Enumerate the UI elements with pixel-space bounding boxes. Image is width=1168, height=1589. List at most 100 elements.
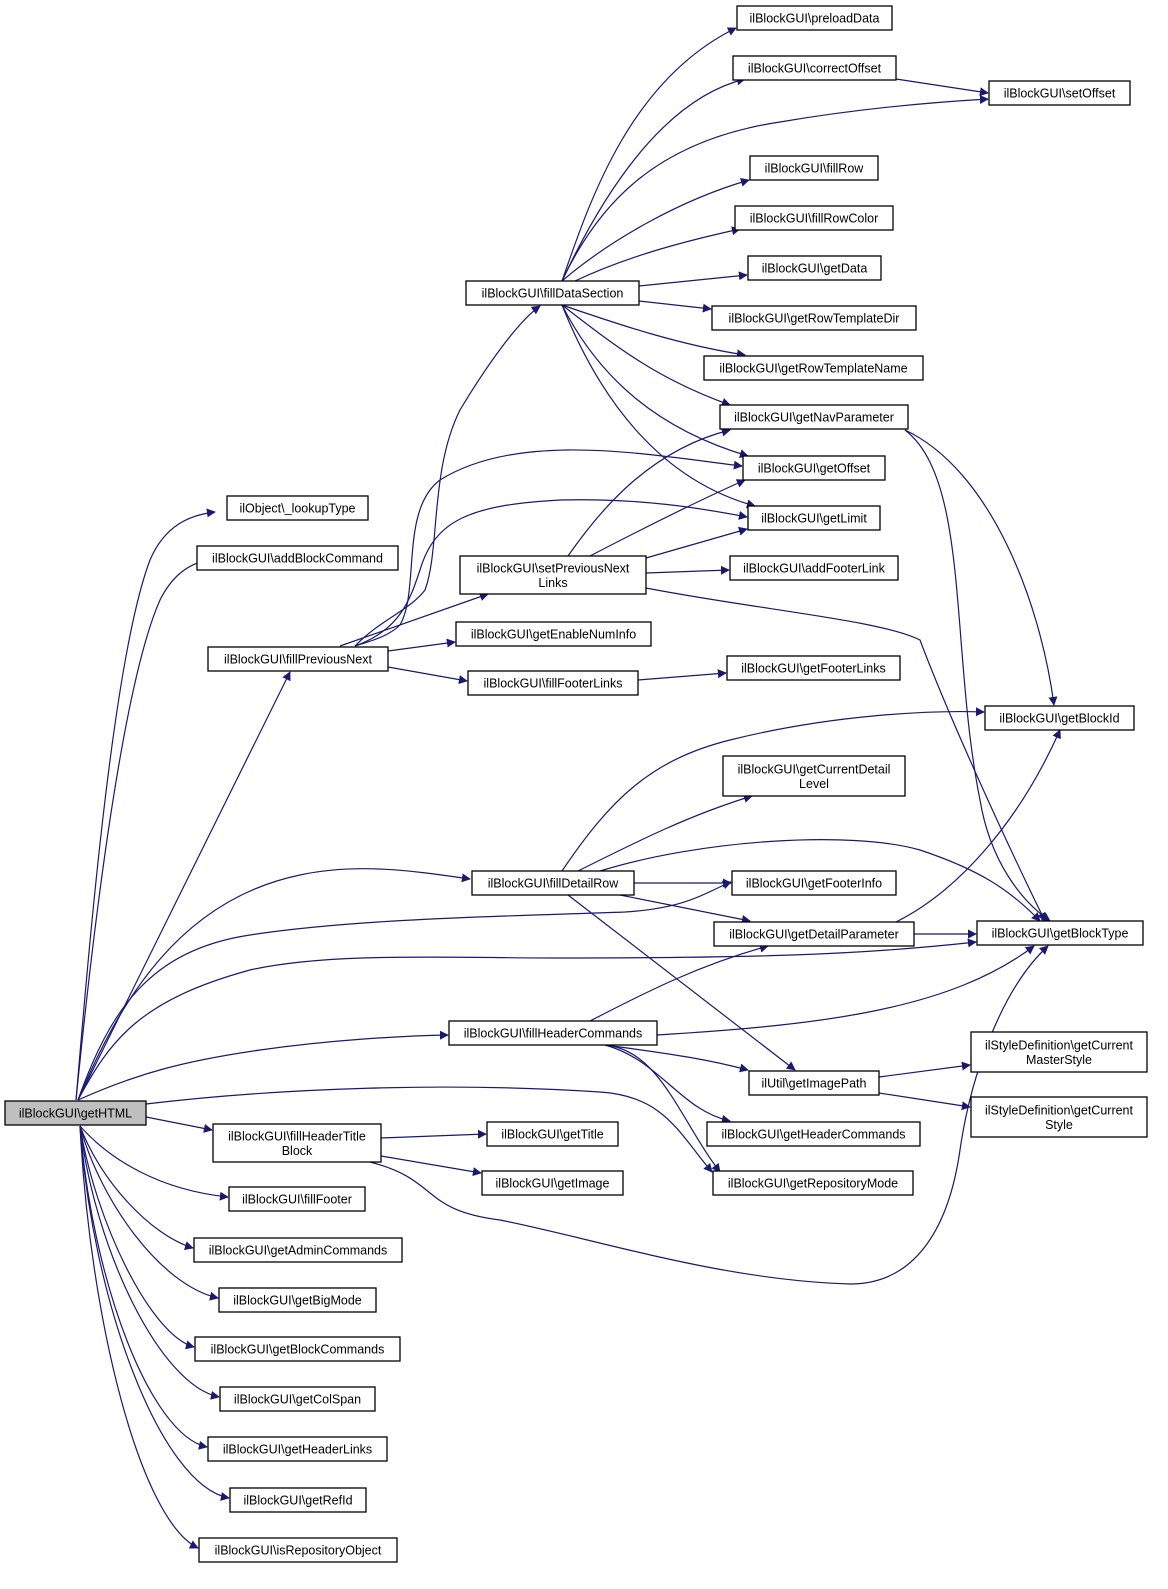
node-lookupType[interactable]: ilObject\_lookupType	[226, 495, 369, 521]
node-label: ilBlockGUI\fillFooterLinks	[484, 677, 623, 691]
node-label: ilBlockGUI\correctOffset	[748, 62, 882, 76]
edge-fillPreviousNext-to-getOffset	[354, 449, 743, 647]
edge-getHTML-to-getAdminCommands	[79, 1125, 194, 1250]
node-label: ilBlockGUI\getData	[762, 262, 868, 276]
edge-getNavParameter-to-getBlockId	[904, 429, 1058, 706]
node-label: ilBlockGUI\getHeaderLinks	[223, 1443, 372, 1457]
node-getColSpan[interactable]: ilBlockGUI\getColSpan	[219, 1386, 376, 1412]
node-fillDetailRow[interactable]: ilBlockGUI\fillDetailRow	[471, 870, 635, 896]
node-label: ilObject\_lookupType	[239, 502, 355, 516]
node-label: ilBlockGUI\setOffset	[1004, 87, 1116, 101]
node-getRefId[interactable]: ilBlockGUI\getRefId	[229, 1487, 367, 1513]
edge-getHTML-to-getHeaderLinks	[79, 1125, 208, 1450]
node-getAdminCommands[interactable]: ilBlockGUI\getAdminCommands	[193, 1237, 403, 1263]
edge-setPreviousNextLinks-to-getOffset	[589, 479, 746, 557]
node-getOffset[interactable]: ilBlockGUI\getOffset	[742, 455, 886, 481]
node-correctOffset[interactable]: ilBlockGUI\correctOffset	[732, 55, 897, 81]
node-fillFooter[interactable]: ilBlockGUI\fillFooter	[228, 1186, 366, 1212]
edge-setPreviousNextLinks-to-getBlockType	[645, 587, 1046, 922]
node-addFooterLink[interactable]: ilBlockGUI\addFooterLink	[729, 555, 899, 581]
node-getImagePath[interactable]: ilUtil\getImagePath	[748, 1070, 880, 1096]
node-label: ilBlockGUI\preloadData	[750, 12, 880, 26]
node-getRowTemplateDir[interactable]: ilBlockGUI\getRowTemplateDir	[711, 305, 917, 331]
edge-fillDetailRow-to-getBlockType	[599, 839, 1041, 922]
node-preloadData[interactable]: ilBlockGUI\preloadData	[736, 5, 893, 31]
edge-correctOffset-to-setOffset	[895, 78, 989, 97]
edge-getHTML-to-fillHeaderCommands	[77, 1030, 449, 1101]
node-getBlockType[interactable]: ilBlockGUI\getBlockType	[976, 920, 1144, 946]
node-label: ilBlockGUI\getBlockType	[992, 927, 1129, 941]
node-label: Level	[799, 777, 829, 791]
node-getBlockId[interactable]: ilBlockGUI\getBlockId	[984, 705, 1135, 731]
edge-fillDataSection-to-fillRow	[561, 177, 750, 282]
edge-fillDetailRow-to-getDetailParameter	[619, 894, 751, 924]
node-getDetailParameter[interactable]: ilBlockGUI\getDetailParameter	[713, 921, 915, 947]
node-label: MasterStyle	[1026, 1053, 1092, 1067]
node-label: ilBlockGUI\getFooterInfo	[746, 877, 882, 891]
node-getHTML[interactable]: ilBlockGUI\getHTML	[4, 1100, 147, 1126]
node-label: ilStyleDefinition\getCurrent	[985, 1103, 1134, 1117]
node-getRepositoryMode[interactable]: ilBlockGUI\getRepositoryMode	[712, 1170, 914, 1196]
node-setOffset[interactable]: ilBlockGUI\setOffset	[988, 80, 1131, 106]
node-label: ilBlockGUI\addBlockCommand	[212, 552, 383, 566]
edge-getHTML-to-getBlockCommands	[79, 1125, 195, 1350]
node-fillFooterLinks[interactable]: ilBlockGUI\fillFooterLinks	[467, 670, 639, 696]
edge-getHTML-to-lookupType	[75, 508, 216, 1101]
edge-getHTML-to-getBlockType	[77, 938, 977, 1101]
edge-getHTML-to-fillFooter	[79, 1125, 229, 1201]
node-getLimit[interactable]: ilBlockGUI\getLimit	[747, 505, 881, 531]
node-getBigMode[interactable]: ilBlockGUI\getBigMode	[218, 1287, 377, 1313]
node-getNavParameter[interactable]: ilBlockGUI\getNavParameter	[719, 404, 909, 430]
node-fillPreviousNext[interactable]: ilBlockGUI\fillPreviousNext	[207, 646, 389, 672]
edge-fillDataSection-to-setOffset	[561, 94, 989, 282]
node-fillDataSection[interactable]: ilBlockGUI\fillDataSection	[465, 280, 640, 306]
node-label: ilBlockGUI\getLimit	[761, 512, 867, 526]
node-getRowTemplateName[interactable]: ilBlockGUI\getRowTemplateName	[703, 355, 924, 381]
node-label: ilBlockGUI\fillHeaderCommands	[464, 1027, 643, 1041]
node-getHeaderLinks[interactable]: ilBlockGUI\getHeaderLinks	[207, 1436, 388, 1462]
node-label: ilBlockGUI\getNavParameter	[734, 411, 894, 425]
node-addBlockCommand[interactable]: ilBlockGUI\addBlockCommand	[196, 545, 399, 571]
node-label: ilBlockGUI\getHTML	[19, 1107, 132, 1121]
node-getImage[interactable]: ilBlockGUI\getImage	[481, 1170, 624, 1196]
node-isRepositoryObject[interactable]: ilBlockGUI\isRepositoryObject	[198, 1537, 398, 1563]
edge-fillHeaderTitleBlock-to-getImage	[380, 1155, 482, 1177]
edge-fillFooterLinks-to-getFooterLinks	[637, 669, 727, 681]
node-fillRow[interactable]: ilBlockGUI\fillRow	[749, 155, 879, 181]
edge-getHTML-to-fillDetailRow	[77, 868, 471, 1101]
node-getData[interactable]: ilBlockGUI\getData	[747, 255, 882, 281]
node-label: ilBlockGUI\getRowTemplateName	[719, 362, 907, 376]
node-fillHeaderCommands[interactable]: ilBlockGUI\fillHeaderCommands	[448, 1020, 658, 1046]
node-getFooterInfo[interactable]: ilBlockGUI\getFooterInfo	[731, 870, 897, 896]
edge-fillDetailRow-to-getImagePath	[567, 894, 796, 1071]
node-getHeaderCommands[interactable]: ilBlockGUI\getHeaderCommands	[706, 1121, 921, 1147]
node-getEnableNumInfo[interactable]: ilBlockGUI\getEnableNumInfo	[455, 621, 652, 647]
node-getFooterLinks[interactable]: ilBlockGUI\getFooterLinks	[726, 655, 901, 681]
edge-getHTML-to-addBlockCommand	[75, 556, 211, 1101]
edge-getNavParameter-to-getBlockType	[904, 429, 1051, 922]
node-label: ilBlockGUI\getRefId	[243, 1494, 352, 1508]
node-getBlockCommands[interactable]: ilBlockGUI\getBlockCommands	[194, 1336, 401, 1362]
edge-getHTML-to-fillPreviousNext	[77, 671, 291, 1101]
edge-fillHeaderCommands-to-getRepositoryMode	[604, 1044, 721, 1173]
node-label: ilBlockGUI\getTitle	[501, 1128, 603, 1142]
edge-getHTML-to-getRefId	[79, 1125, 230, 1501]
node-fillRowColor[interactable]: ilBlockGUI\fillRowColor	[734, 205, 894, 231]
node-label: ilBlockGUI\fillRow	[765, 162, 865, 176]
node-label: ilBlockGUI\getDetailParameter	[729, 928, 899, 942]
node-label: ilBlockGUI\getBlockCommands	[211, 1343, 385, 1357]
node-label: ilBlockGUI\getBlockId	[999, 712, 1119, 726]
node-label: ilBlockGUI\getRowTemplateDir	[729, 312, 900, 326]
edge-fillDataSection-to-getLimit	[561, 304, 756, 509]
edge-fillDataSection-to-getRowTemplateDir	[638, 300, 712, 313]
node-label: ilBlockGUI\fillDetailRow	[488, 877, 620, 891]
edge-fillPreviousNext-to-setPreviousNextLinks	[339, 592, 489, 647]
node-getTitle[interactable]: ilBlockGUI\getTitle	[486, 1121, 619, 1147]
edge-fillHeaderTitleBlock-to-getTitle	[380, 1129, 487, 1139]
node-label: ilBlockGUI\getCurrentDetail	[738, 762, 891, 776]
